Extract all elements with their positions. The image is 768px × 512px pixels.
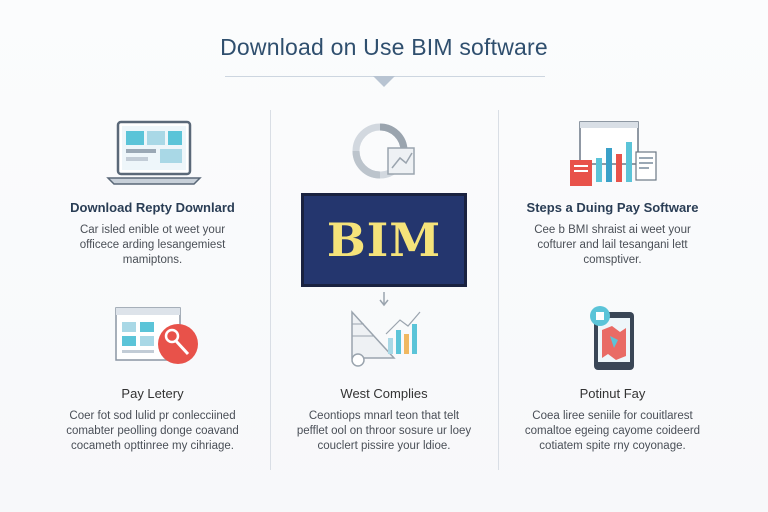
card-potinut-fay: Potinut Fay Coea liree seniile for couit…	[510, 386, 715, 454]
title-caret	[373, 76, 395, 87]
card-description: Cee b BMI shraist ai weet your cofturer …	[510, 223, 715, 268]
card-line: Car isled enible ot weet your	[79, 224, 226, 236]
card-description: Coer fot sod lulid pr conlecciined comab…	[50, 409, 255, 454]
browser-search-icon	[115, 307, 198, 364]
card-heading: West Complies	[340, 386, 428, 401]
card-line: cocameth opttinree my cihriage.	[71, 440, 234, 452]
laptop-icon	[106, 120, 202, 185]
card-heading: Pay Letery	[121, 386, 184, 401]
document-chart-icon	[570, 121, 657, 186]
column-divider-left	[270, 110, 271, 470]
bim-badge-label: BIM	[326, 213, 442, 267]
card-heading: Potinut Fay	[579, 386, 646, 401]
card-description: Coea liree seniile for couitlarest comal…	[510, 409, 715, 454]
card-line: Coer fot sod lulid pr conlecciined	[69, 410, 236, 422]
card-line: comaltoe egeing cayome coideerd	[524, 425, 701, 437]
card-line: Coea liree seniile for couitlarest	[532, 410, 693, 422]
card-line: cotiatem spite rny coyonage.	[539, 440, 686, 452]
card-heading: Download Repty Downlard	[70, 200, 235, 215]
page-title: Download on Use BIM software	[220, 34, 548, 60]
column-divider-right	[498, 110, 499, 470]
tablet-map-icon	[590, 306, 634, 370]
card-steps: Steps a Duing Pay Software Cee b BMI shr…	[510, 200, 715, 268]
diagram-chart-icon	[351, 292, 421, 367]
card-line: couclert pissire your ldioe.	[317, 440, 451, 452]
card-pay-letery: Pay Letery Coer fot sod lulid pr conlecc…	[50, 386, 255, 454]
card-line: comabter peolling donge coavand	[66, 425, 239, 437]
card-heading: Steps a Duing Pay Software	[526, 200, 699, 215]
bim-badge: BIM	[301, 193, 467, 287]
card-line: mamiptons.	[122, 254, 183, 266]
card-line: officece arding lesangemiest	[79, 239, 226, 251]
card-line: Ceontiops mnarl teon that telt	[308, 410, 460, 422]
card-description: Ceontiops mnarl teon that telt pefflet o…	[283, 409, 485, 454]
card-west-complies: West Complies Ceontiops mnarl teon that …	[283, 386, 485, 454]
card-download: Download Repty Downlard Car isled enible…	[50, 200, 255, 268]
ring-chart-icon	[352, 123, 415, 179]
card-description: Car isled enible ot weet your officece a…	[50, 223, 255, 268]
card-line: cofturer and lail tesangani lett	[537, 239, 688, 251]
card-line: comsptiver.	[583, 254, 642, 266]
card-line: Cee b BMI shraist ai weet your	[534, 224, 691, 236]
card-line: pefflet ool on throor sosure ur loey	[296, 425, 472, 437]
